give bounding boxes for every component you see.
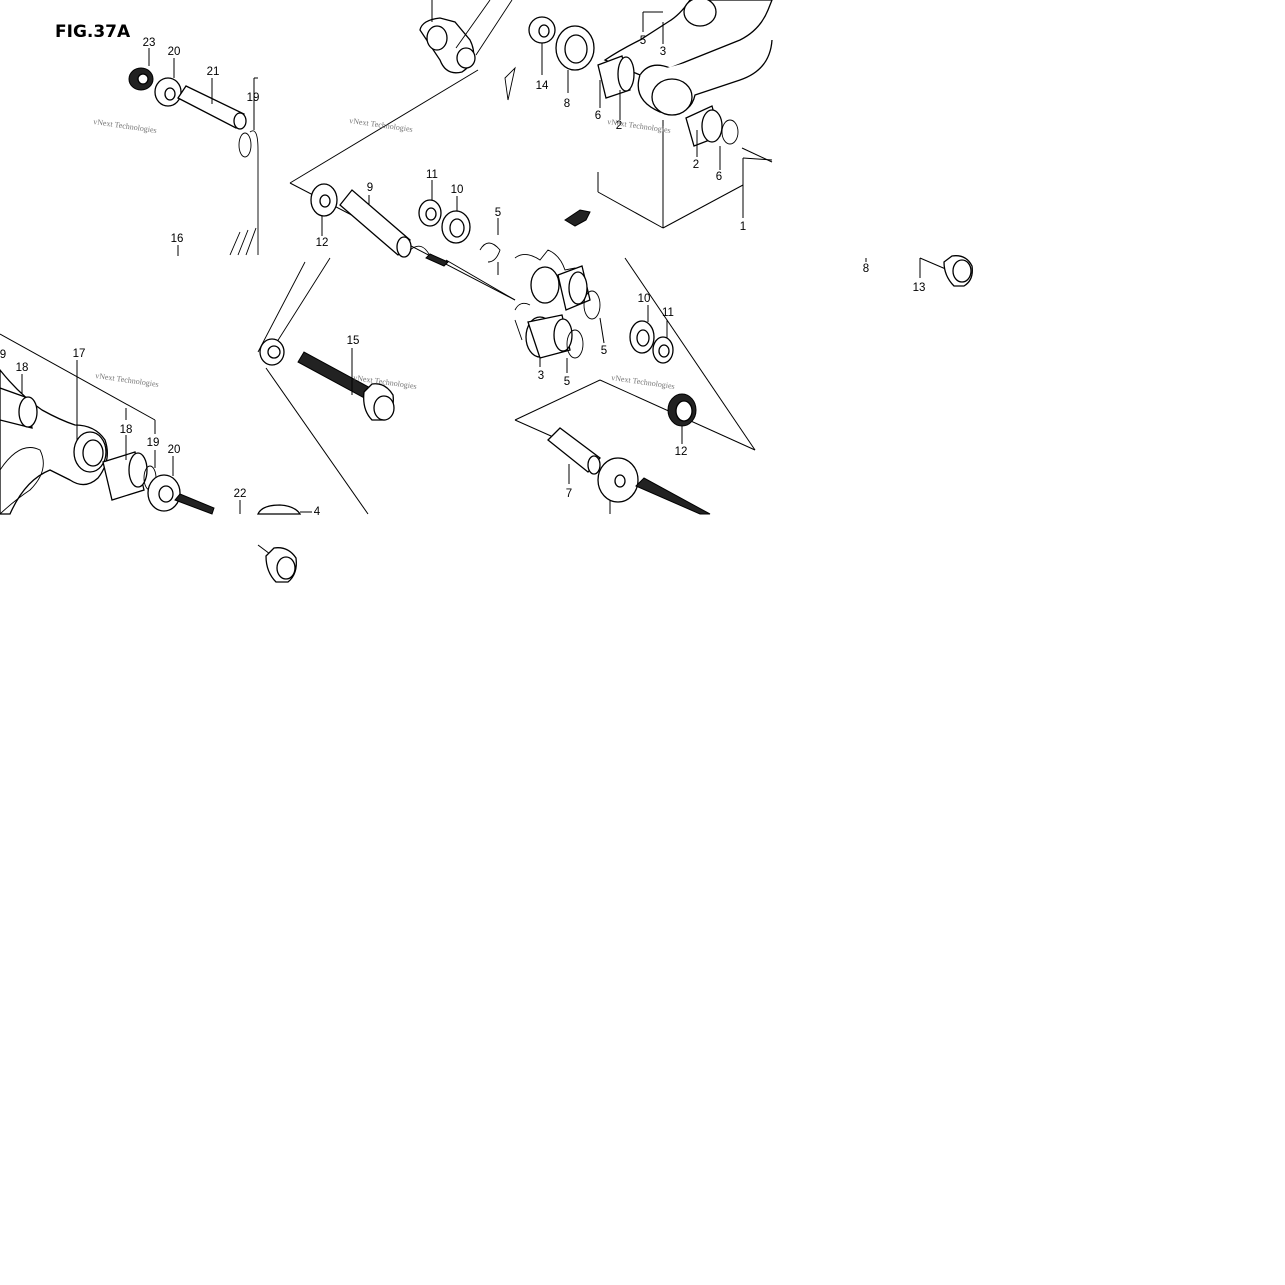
callout-17: 17 [73, 348, 86, 360]
part-4-top [256, 504, 302, 515]
callout-12: 12 [316, 237, 329, 249]
panel-bottom-strip [256, 504, 312, 583]
callout-9: 9 [367, 182, 373, 194]
bushing-3-upper [530, 266, 560, 304]
callout-5-mid: 5 [601, 345, 607, 357]
panel-lower-left [0, 333, 241, 515]
callout-6: 6 [595, 110, 601, 122]
callout-19: 19 [247, 92, 260, 104]
callout-2: 2 [616, 120, 622, 132]
callout-8-right: 8 [863, 263, 869, 275]
callout-9-left: 9 [0, 349, 6, 361]
callout-labels: 23 20 21 19 16 12 9 11 10 5 14 8 6 2 5 3… [0, 35, 925, 518]
ring-19 [238, 132, 252, 158]
panel-right [865, 255, 973, 287]
sleeve-7 [547, 427, 601, 473]
callout-5-lower: 5 [564, 376, 570, 388]
sleeve-21 [177, 85, 245, 129]
callout-18: 18 [120, 424, 133, 436]
callout-18-left: 18 [16, 362, 29, 374]
watermark: vNext Technologies [611, 373, 676, 391]
callout-20-lower: 20 [168, 444, 181, 456]
ring-5-d [566, 329, 584, 359]
main-lever-1 [603, 0, 773, 76]
bolt-22 [174, 493, 215, 515]
callout-6-right: 6 [716, 171, 722, 183]
callout-15: 15 [347, 335, 360, 347]
ring-6-lower [721, 119, 739, 145]
panel-main [257, 0, 773, 515]
callout-10-lower: 10 [638, 293, 651, 305]
callout-19-lower: 19 [147, 437, 160, 449]
figure-title: FIG.37A [55, 22, 131, 42]
link-rod [257, 257, 331, 353]
callout-22: 22 [234, 488, 247, 500]
watermarks: vNext Technologies vNext Technologies vN… [93, 116, 676, 391]
callout-8: 8 [564, 98, 570, 110]
callout-2-right: 2 [693, 159, 699, 171]
callout-1: 1 [740, 221, 746, 233]
direction-arrow-icon [564, 209, 591, 227]
ring-5-c [583, 290, 601, 320]
callout-5-top: 5 [640, 35, 646, 47]
watermark: vNext Technologies [607, 117, 672, 135]
callout-4: 4 [314, 506, 321, 518]
sleeve-9 [339, 189, 411, 256]
callout-23: 23 [143, 37, 156, 49]
watermark: vNext Technologies [349, 116, 414, 134]
callout-11-lower: 11 [662, 307, 674, 319]
callout-16: 16 [171, 233, 184, 245]
panel-top-left [128, 48, 259, 256]
callout-7: 7 [566, 488, 572, 500]
callout-11: 11 [426, 169, 438, 181]
callout-3-lower: 3 [538, 370, 544, 382]
watermark: vNext Technologies [95, 371, 160, 389]
ring-5-upper [479, 242, 501, 263]
callout-13: 13 [913, 282, 926, 294]
callout-10: 10 [451, 184, 464, 196]
callout-12-lower: 12 [675, 446, 688, 458]
callout-3-top: 3 [660, 46, 666, 58]
callout-14: 14 [536, 80, 549, 92]
bolt-lower [635, 477, 711, 515]
watermark: vNext Technologies [93, 117, 158, 135]
callout-5: 5 [495, 207, 501, 219]
callout-20: 20 [168, 46, 181, 58]
callout-21: 21 [207, 66, 220, 78]
